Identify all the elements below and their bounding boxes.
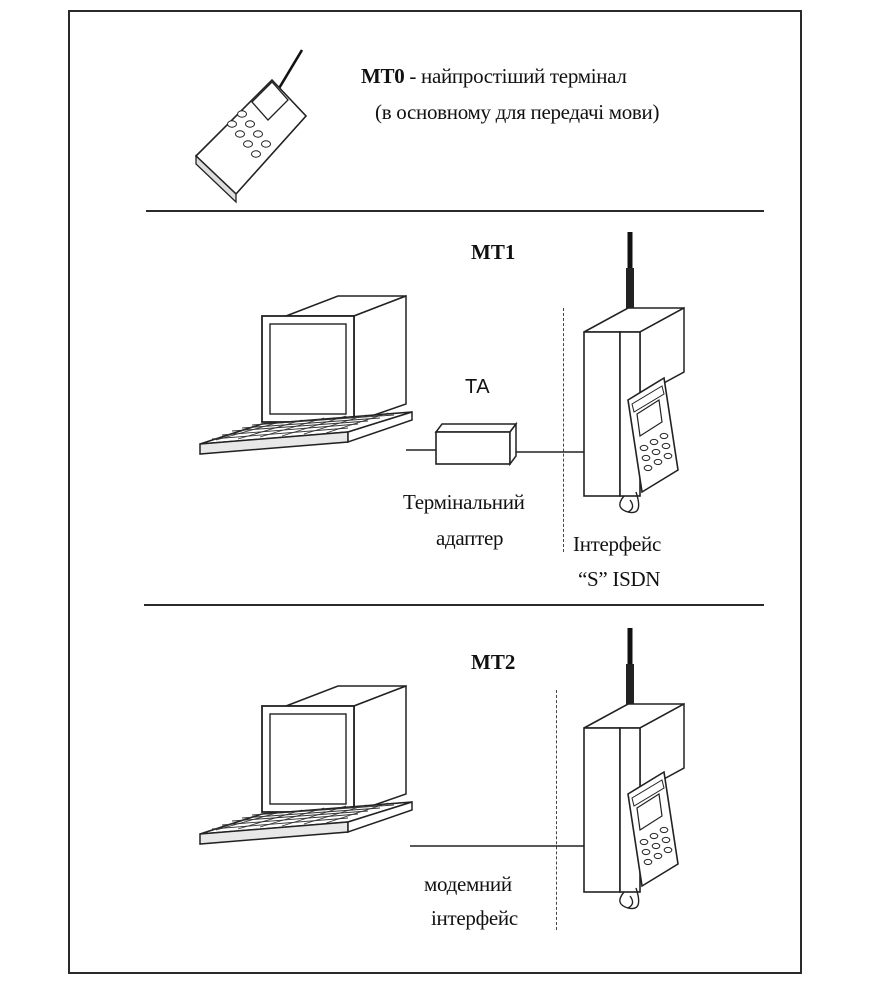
mobile-phone-icon xyxy=(194,49,308,204)
interface-label-line1: Інтерфейс xyxy=(573,532,662,556)
interface-label-line2: “S” ISDN xyxy=(578,567,661,591)
modem-label-line2: інтерфейс xyxy=(431,906,518,930)
interface-boundary xyxy=(556,690,557,930)
section-divider xyxy=(146,210,764,212)
adapter-label-line1: Термінальний xyxy=(403,490,525,514)
interface-boundary xyxy=(563,308,564,552)
diagram-frame xyxy=(68,10,802,974)
mt1-title: МТ1 xyxy=(471,240,516,264)
mt0-title: МТ0 xyxy=(361,64,405,88)
mt0-description-line2: (в основному для передачі мови) xyxy=(375,100,660,124)
mt0-line1: МТ0 - найпростіший термінал xyxy=(361,64,627,89)
adapter-label-line2: адаптер xyxy=(436,526,504,550)
computer-icon xyxy=(199,685,413,845)
section-divider xyxy=(144,604,764,606)
mt2-title: МТ2 xyxy=(471,650,516,674)
terminal-adapter-icon xyxy=(434,421,518,467)
connection-line xyxy=(406,449,584,453)
computer-icon xyxy=(199,295,413,455)
mt0-description: - найпростіший термінал xyxy=(404,64,627,88)
modem-label-line1: модемний xyxy=(424,872,512,896)
ta-label: ТА xyxy=(465,376,490,398)
